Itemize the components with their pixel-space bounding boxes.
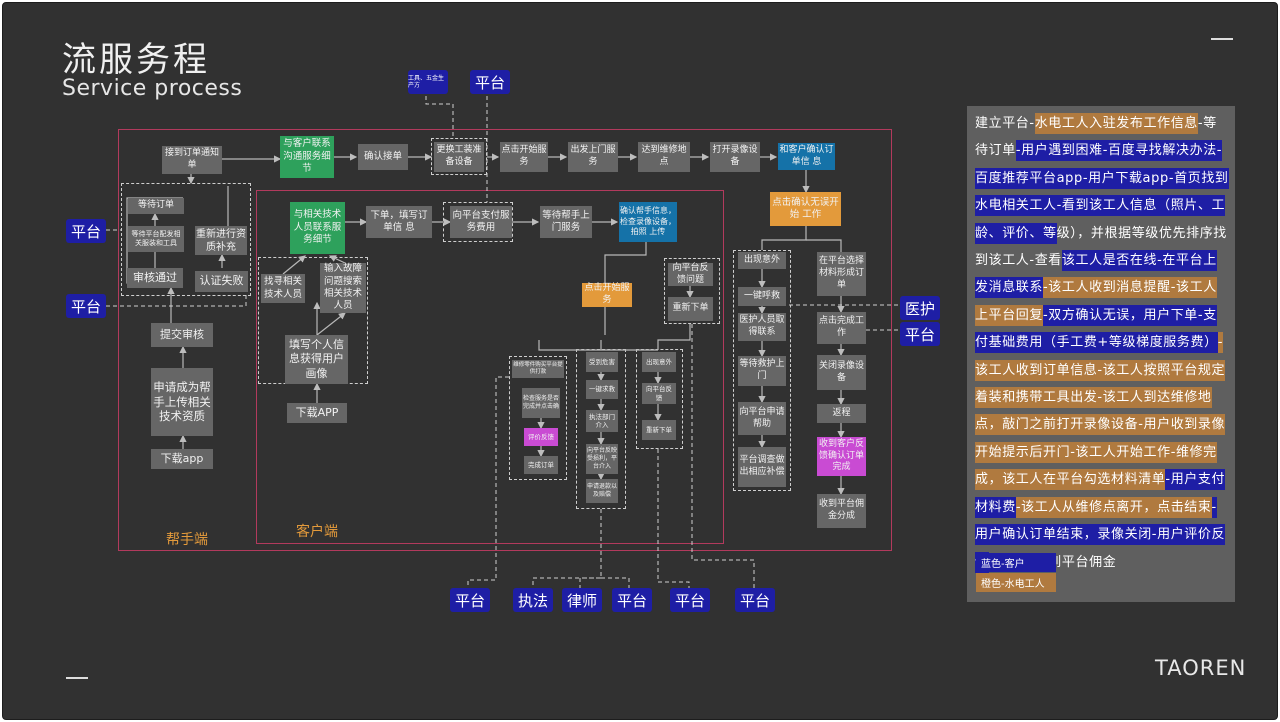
helper-region-label: 帮手端 — [166, 532, 208, 548]
node-reorder: 重新下单 — [668, 297, 713, 321]
description-segment: -等待订单 — [975, 116, 1217, 159]
node-contact-expert: 与相关技术人员联系服务细节 — [290, 202, 345, 254]
node-customer-download: 下载APP — [287, 403, 347, 423]
tag-platform-bottom-2: 平台 — [612, 588, 652, 612]
node-change-tools: 更换工装准备设备 — [434, 142, 484, 172]
node-parts-purchase: 维修零件购买平台提供打款 — [512, 360, 564, 378]
description-segment: 级），并根据等级优先排序找到该工人-查看 — [975, 225, 1227, 269]
node-redo-order: 重新下单 — [642, 420, 676, 440]
node-contact-client: 与客户联系沟通服务细节 — [280, 136, 334, 178]
helper-audit-group — [121, 183, 251, 296]
node-submit-audit: 提交审核 — [151, 323, 213, 347]
node-call-help: 一键求救 — [586, 380, 618, 399]
node-find-tech: 找寻相关技术人员 — [261, 274, 305, 303]
node-open-record: 打开录像设备 — [710, 142, 760, 172]
tag-platform-bottom-4: 平台 — [735, 588, 775, 612]
tag-medical: 医护 — [900, 296, 940, 320]
description-segment: 建立平台- — [975, 116, 1035, 131]
customer-region — [256, 190, 724, 544]
node-request-help: 向平台申请帮助 — [738, 402, 786, 435]
node-report-problem: 向平台反馈问题 — [668, 263, 713, 286]
node-redo-qualification: 重新进行资质补充 — [195, 226, 247, 255]
node-click-start: 点击开始服务 — [582, 283, 632, 307]
node-wait-order: 等待订单 — [128, 198, 184, 214]
tag-platform-left-1: 平台 — [66, 219, 106, 243]
node-helper-download: 下载app — [151, 449, 213, 469]
tag-platform-right: 平台 — [900, 322, 940, 346]
tag-enforcement: 执法 — [513, 588, 553, 612]
tag-platform-bottom-1: 平台 — [450, 588, 490, 612]
node-receive-order: 接到订单通知单 — [162, 146, 222, 174]
node-order-fill: 下单，填写订单信 息 — [366, 206, 432, 238]
node-select-materials: 在平台选择材料形成订单 — [817, 252, 866, 296]
node-review: 评价反馈 — [524, 428, 558, 446]
node-wait-rescue: 等待救护上门 — [738, 356, 786, 386]
node-feedback-platform: 向平台反馈 — [642, 383, 676, 404]
legend-blue: 蓝色-客户 — [976, 553, 1056, 572]
node-return: 返程 — [817, 404, 866, 423]
node-finish-work: 点击完成工作 — [817, 312, 866, 344]
tag-tools-maker: 工具、五金生产方 — [408, 70, 448, 94]
legend-orange: 橙色-水电工人 — [976, 573, 1056, 592]
node-assign-tools: 等待平台配发相关服装和工具 — [128, 226, 184, 252]
node-input-issue: 输入故障问题搜索相关技术人员 — [320, 263, 366, 313]
description-text: 建立平台-水电工人入驻发布工作信息-等待订单-用户遇到困难-百度寻找解决办法-百… — [975, 110, 1230, 576]
brand-logo-text: TAOREN — [1155, 656, 1247, 680]
node-auth-fail: 认证失败 — [195, 271, 248, 292]
customer-region-label: 客户端 — [296, 524, 338, 540]
node-confirm-helper: 确认帮手信息，检查录像设备，拍照 上传 — [619, 202, 677, 242]
helper-region — [118, 129, 892, 551]
node-appeal: 向平台反映受损利，平台介入 — [586, 444, 618, 474]
node-harmed: 受到危害 — [586, 352, 618, 372]
node-arrive: 达到维修地点 — [638, 142, 690, 172]
node-pay-platform: 向平台支付服务费用 — [450, 206, 512, 238]
node-failure: 出现意外 — [642, 352, 676, 372]
node-complete-order: 完成订单 — [524, 456, 558, 474]
node-depart: 出发上门服务 — [568, 142, 618, 172]
page-subtitle: Service process — [62, 76, 243, 101]
node-sos: 一键呼救 — [738, 287, 786, 306]
node-customer-confirm: 收到客户反馈确认订单完成 — [817, 437, 866, 476]
node-accident: 出现意外 — [738, 252, 786, 269]
report-group — [664, 258, 720, 324]
node-wait-helper: 等待帮手上门服务 — [540, 206, 592, 238]
tag-platform-bottom-3: 平台 — [670, 588, 710, 612]
node-close-record: 关闭录像设备 — [817, 355, 866, 390]
tag-platform-top: 平台 — [470, 70, 510, 94]
node-audit-pass: 审核通过 — [127, 268, 183, 288]
node-investigate: 平台调查做出相应补偿 — [738, 447, 786, 487]
node-law-enforcement: 执法部门介入 — [586, 410, 618, 432]
node-commission: 收到平台佣金分成 — [817, 494, 866, 528]
node-client-confirm: 和客户确认订单信 息 — [778, 143, 835, 170]
page-title: 流服务程 — [62, 40, 210, 80]
node-start-work: 点击确认无误开始 工作 — [770, 192, 841, 226]
branch-c-group — [636, 349, 683, 449]
node-apply-helper: 申请成为帮手上传相关技术资质 — [151, 368, 213, 436]
branch-d-group — [733, 250, 791, 491]
node-set-out: 点击开始服务 — [500, 142, 548, 172]
node-confirm-order: 确认接单 — [358, 144, 408, 170]
node-inspect-service: 检查服务是否完成并点击确 — [522, 388, 560, 418]
tag-lawyer: 律师 — [562, 588, 602, 612]
node-refund: 申请退款以及赔偿 — [586, 479, 618, 503]
node-medic-contact: 医护人员取得联系 — [738, 313, 786, 341]
tag-platform-left-2: 平台 — [66, 294, 106, 318]
node-fill-profile: 填写个人信息获得用户画像 — [285, 335, 348, 384]
bottom-left-dash — [66, 677, 88, 679]
description-segment: -该工人从维修点离开，点击结束 — [1015, 496, 1212, 518]
description-segment: 水电工人入驻发布工作信息 — [1034, 113, 1198, 134]
top-right-dash — [1211, 38, 1233, 40]
branch-a-group — [509, 356, 567, 480]
